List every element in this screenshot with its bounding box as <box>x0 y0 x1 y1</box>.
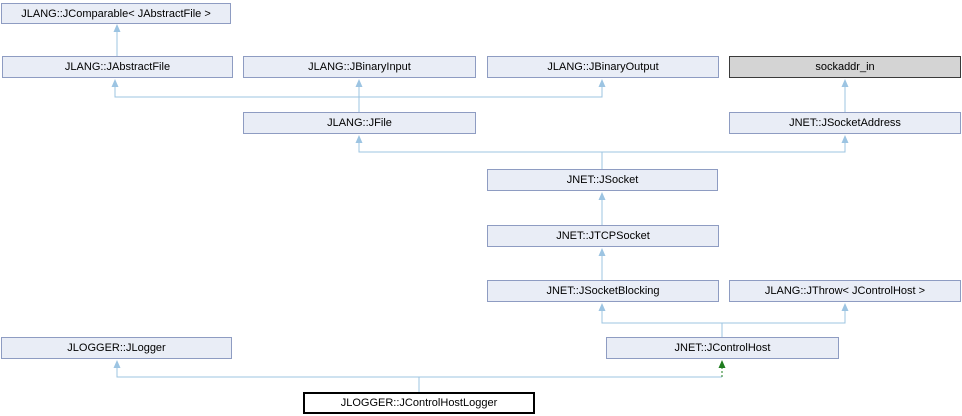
arrowhead <box>355 135 363 143</box>
class-node-jsocketaddress[interactable]: JNET::JSocketAddress <box>729 112 961 134</box>
arrowhead-green <box>718 360 726 368</box>
class-node-sockaddr-in: sockaddr_in <box>729 56 961 78</box>
edge-jsocket-to-jsocketaddress <box>602 143 846 153</box>
arrowhead <box>598 303 606 311</box>
edge-jfile-to-jbinaryoutput <box>359 87 603 98</box>
class-node-jcontrolhost[interactable]: JNET::JControlHost <box>606 337 839 359</box>
arrowhead <box>355 79 363 87</box>
class-node-jlogger[interactable]: JLOGGER::JLogger <box>1 337 232 359</box>
class-node-jcomparable[interactable]: JLANG::JComparable< JAbstractFile > <box>1 3 231 24</box>
arrowhead <box>841 79 849 87</box>
edge-jsocket-to-jfile <box>358 143 603 169</box>
arrowhead <box>598 79 606 87</box>
class-node-jsocket[interactable]: JNET::JSocket <box>487 169 718 191</box>
class-node-jbinaryoutput[interactable]: JLANG::JBinaryOutput <box>487 56 719 78</box>
arrowhead <box>113 360 121 368</box>
class-node-jfile[interactable]: JLANG::JFile <box>243 112 476 134</box>
edge-jcontrolhost-to-jsocketblocking <box>601 311 723 337</box>
class-node-jabstractfile[interactable]: JLANG::JAbstractFile <box>2 56 233 78</box>
class-node-jsocketblocking[interactable]: JNET::JSocketBlocking <box>487 280 719 302</box>
class-node-jtcpsocket[interactable]: JNET::JTCPSocket <box>487 225 719 247</box>
arrowhead <box>113 24 121 32</box>
edge-jcontrolhost-to-jthrow <box>722 311 846 324</box>
class-node-jcontrolhostlogger: JLOGGER::JControlHostLogger <box>303 392 535 414</box>
class-node-jbinaryinput[interactable]: JLANG::JBinaryInput <box>243 56 476 78</box>
arrowhead <box>841 135 849 143</box>
arrowhead <box>598 248 606 256</box>
edge-jcontrolhostlogger-to-jlogger <box>116 368 420 392</box>
arrowhead <box>598 192 606 200</box>
arrowhead <box>841 303 849 311</box>
edge-jfile-to-jabstractfile <box>114 87 359 98</box>
class-node-jthrow[interactable]: JLANG::JThrow< JControlHost > <box>729 280 961 302</box>
arrowhead <box>111 79 119 87</box>
